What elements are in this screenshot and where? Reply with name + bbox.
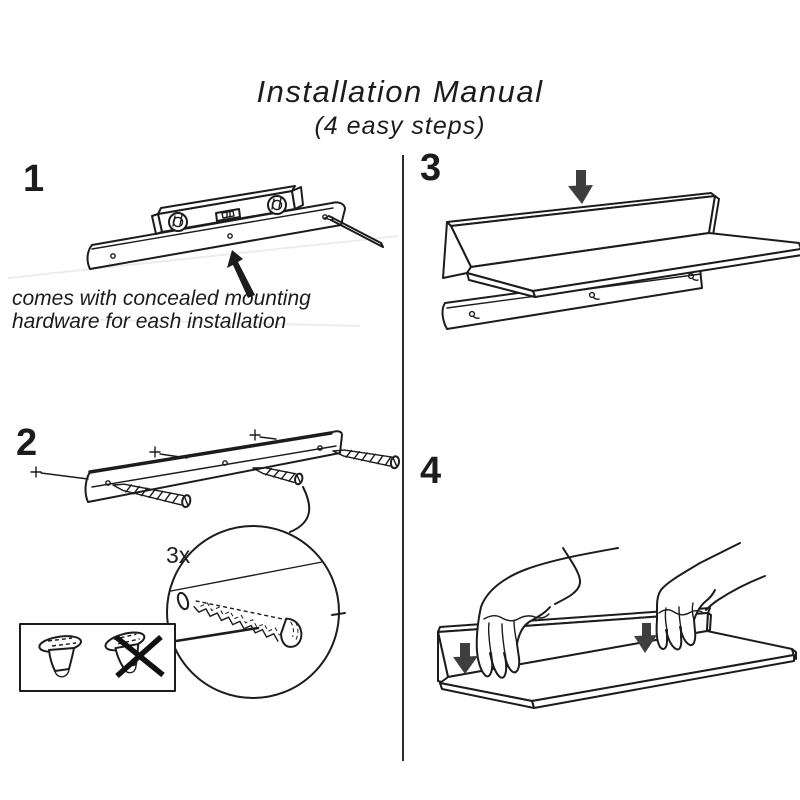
level-vial-right [267, 195, 287, 215]
step4-number: 4 [420, 450, 442, 492]
sketch-background-lines [7, 235, 399, 327]
left-hand [475, 547, 619, 679]
rail-hole [317, 445, 323, 451]
plus-mark-icon [30, 466, 42, 478]
rail-hole [222, 460, 228, 466]
wall-anchor-correct [38, 635, 83, 678]
spirit-level [151, 185, 304, 235]
callout-curve [289, 486, 311, 533]
down-arrow-icon [568, 170, 593, 204]
down-arrow-icon [453, 643, 478, 674]
screw [332, 449, 401, 470]
anchor-instruction-box [19, 623, 176, 692]
step3-illustration [441, 170, 800, 330]
plus-mark-icon [149, 446, 161, 458]
mounting-rail [84, 430, 343, 503]
pencil [323, 215, 384, 248]
step2-number: 2 [16, 422, 38, 464]
column-divider [402, 155, 404, 761]
pencil-plus-marks [30, 429, 277, 480]
caption-line: comes with concealed mounting [12, 287, 311, 310]
pointer-line [174, 626, 260, 643]
rail-hole [687, 272, 695, 280]
cross-icon [114, 634, 165, 679]
page-title: Installation Manual [256, 74, 544, 109]
screw [252, 466, 304, 486]
rail-hole [588, 291, 596, 299]
mounting-rail [86, 201, 346, 270]
magnified-screw [193, 600, 303, 648]
step1-number: 1 [23, 158, 45, 200]
down-arrow-icon [634, 623, 657, 653]
level-vial-left [168, 212, 188, 232]
rail-hole [468, 310, 476, 318]
rail-hole [105, 480, 111, 486]
step2-illustration: 3x [19, 429, 401, 699]
floating-shelf [442, 192, 800, 298]
magnifier-detail-circle: 3x [166, 525, 346, 699]
right-hand [655, 542, 766, 651]
plus-mark-icon [249, 429, 261, 441]
anchor-hole [176, 591, 190, 611]
pointer-tick [331, 612, 346, 616]
step1-illustration [7, 185, 399, 327]
caption-line: hardware for eash installation [12, 310, 287, 333]
quantity-label: 3x [166, 542, 191, 568]
step1-caption: comes with concealed mounting hardware f… [12, 287, 311, 333]
up-arrow-icon [227, 250, 255, 298]
rail-hole [110, 253, 116, 259]
screw [112, 483, 192, 509]
step3-number: 3 [420, 147, 442, 189]
page-subtitle: (4 easy steps) [314, 112, 486, 140]
step4-illustration [437, 542, 797, 709]
level-vial-center [215, 208, 241, 222]
rail-hole [227, 233, 233, 239]
